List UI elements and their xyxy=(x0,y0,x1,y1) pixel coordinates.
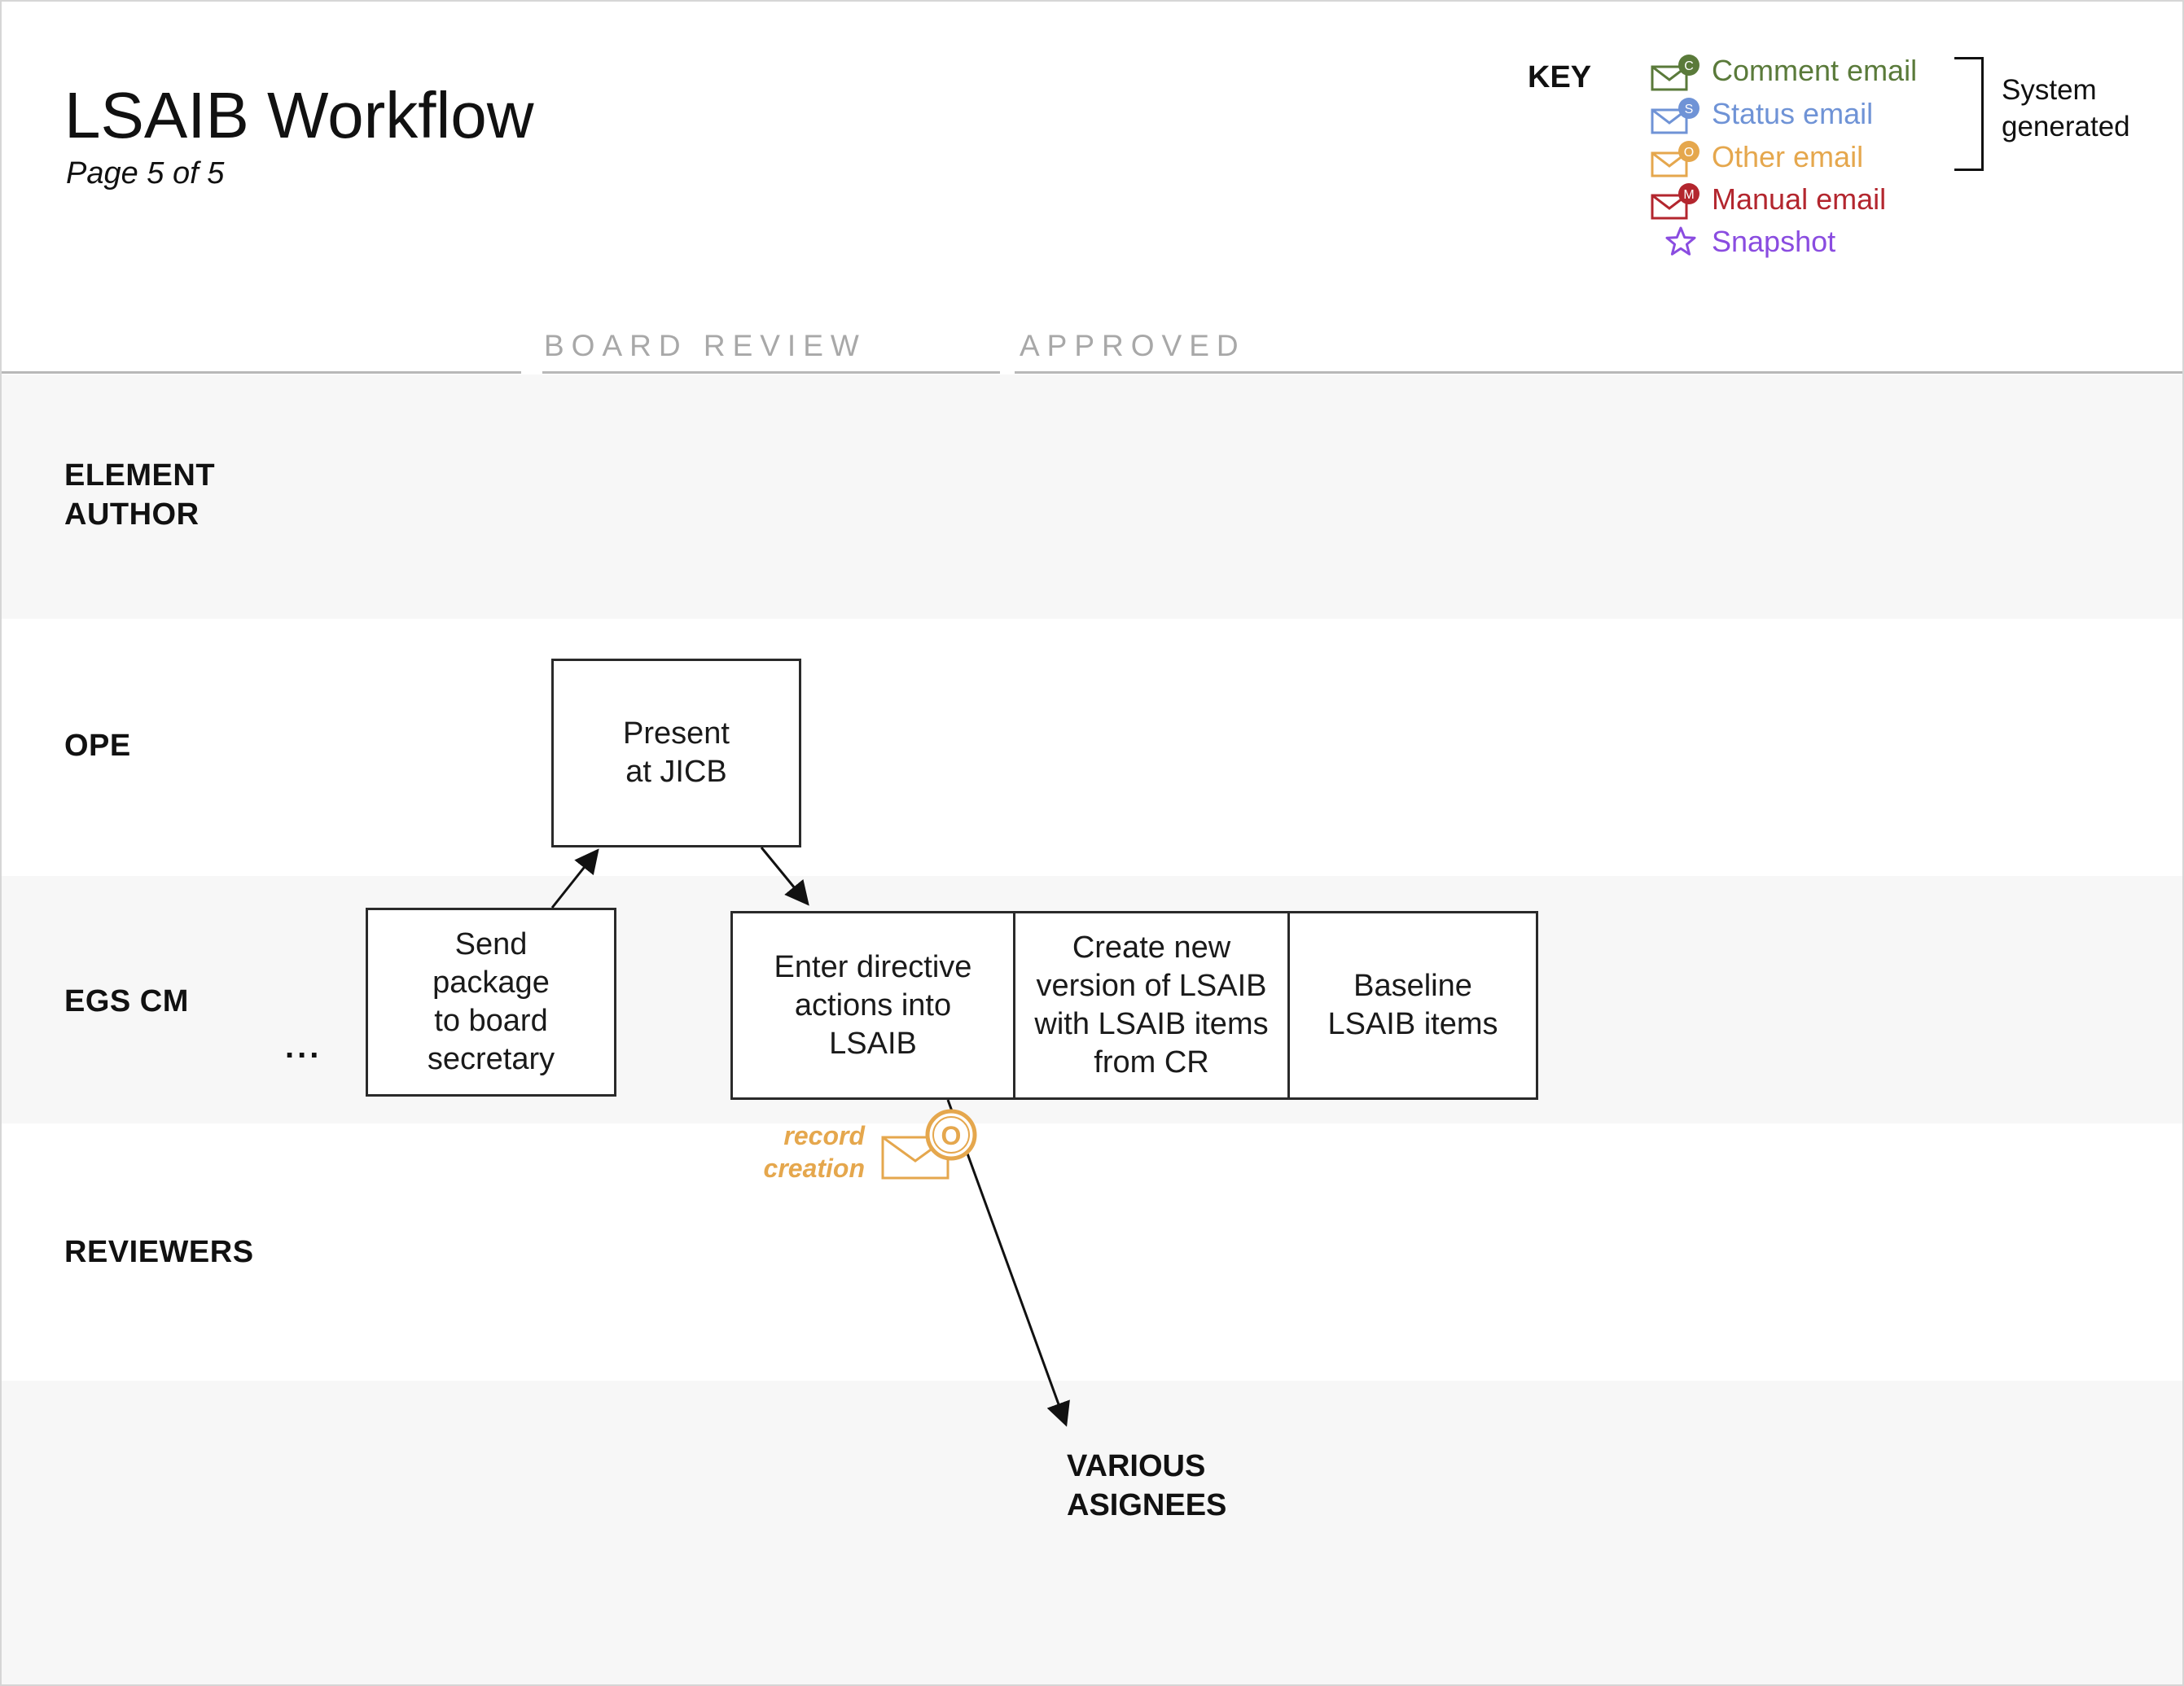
process-create-new-version: Create new version of LSAIB with LSAIB i… xyxy=(1013,911,1290,1100)
system-generated-bracket xyxy=(1954,57,1984,171)
arrow-send-to-present xyxy=(550,848,599,909)
status-email-icon: S xyxy=(1650,95,1702,140)
process-send-package: Send package to board secretary xyxy=(366,908,616,1097)
lane-label-element-author: ELEMENT AUTHOR xyxy=(64,458,216,532)
terminal-various-assignees: VARIOUS ASIGNEES xyxy=(1067,1449,1227,1522)
lane-label-egs-cm: EGS CM xyxy=(64,984,189,1018)
process-present-at-jicb: Present at JICB xyxy=(551,659,801,847)
lane-band-bottom xyxy=(2,1381,2182,1684)
process-baseline-items: Baseline LSAIB items xyxy=(1287,911,1538,1100)
phase-board-review: BOARD REVIEW xyxy=(544,329,866,362)
lane-band-element-author xyxy=(2,374,2182,619)
phase-line-board-review xyxy=(542,371,1000,374)
other-email-icon: O xyxy=(1650,138,1702,183)
manual-email-icon: M xyxy=(1650,181,1702,226)
svg-text:M: M xyxy=(1683,188,1694,202)
key-title: KEY xyxy=(1528,60,1592,94)
key-status-email: Status email xyxy=(1712,97,1874,130)
phase-line-left xyxy=(2,371,521,374)
continuation-ellipsis: ... xyxy=(285,1029,322,1065)
key-comment-email: Comment email xyxy=(1712,54,1918,87)
svg-text:S: S xyxy=(1685,103,1694,116)
arrow-present-to-enter xyxy=(760,847,809,906)
page-title: LSAIB Workflow xyxy=(64,79,534,151)
record-creation-annotation: record creation xyxy=(763,1121,865,1183)
svg-text:O: O xyxy=(1684,146,1694,160)
svg-text:O: O xyxy=(941,1121,962,1150)
phase-line-approved xyxy=(1015,371,2182,374)
svg-text:C: C xyxy=(1684,59,1694,73)
page-subtitle: Page 5 of 5 xyxy=(66,156,225,190)
comment-email-icon: C xyxy=(1650,52,1702,97)
lane-label-ope: OPE xyxy=(64,729,131,763)
snapshot-star-icon xyxy=(1664,226,1697,262)
other-email-icon: O xyxy=(881,1109,977,1180)
key-snapshot: Snapshot xyxy=(1712,225,1836,258)
phase-approved: APPROVED xyxy=(1020,329,1246,362)
lane-label-reviewers: REVIEWERS xyxy=(64,1235,254,1269)
key-manual-email: Manual email xyxy=(1712,182,1887,216)
system-generated-label: System generated xyxy=(2002,74,2130,142)
key-other-email: Other email xyxy=(1712,140,1864,173)
process-enter-directive: Enter directive actions into LSAIB xyxy=(730,911,1015,1100)
